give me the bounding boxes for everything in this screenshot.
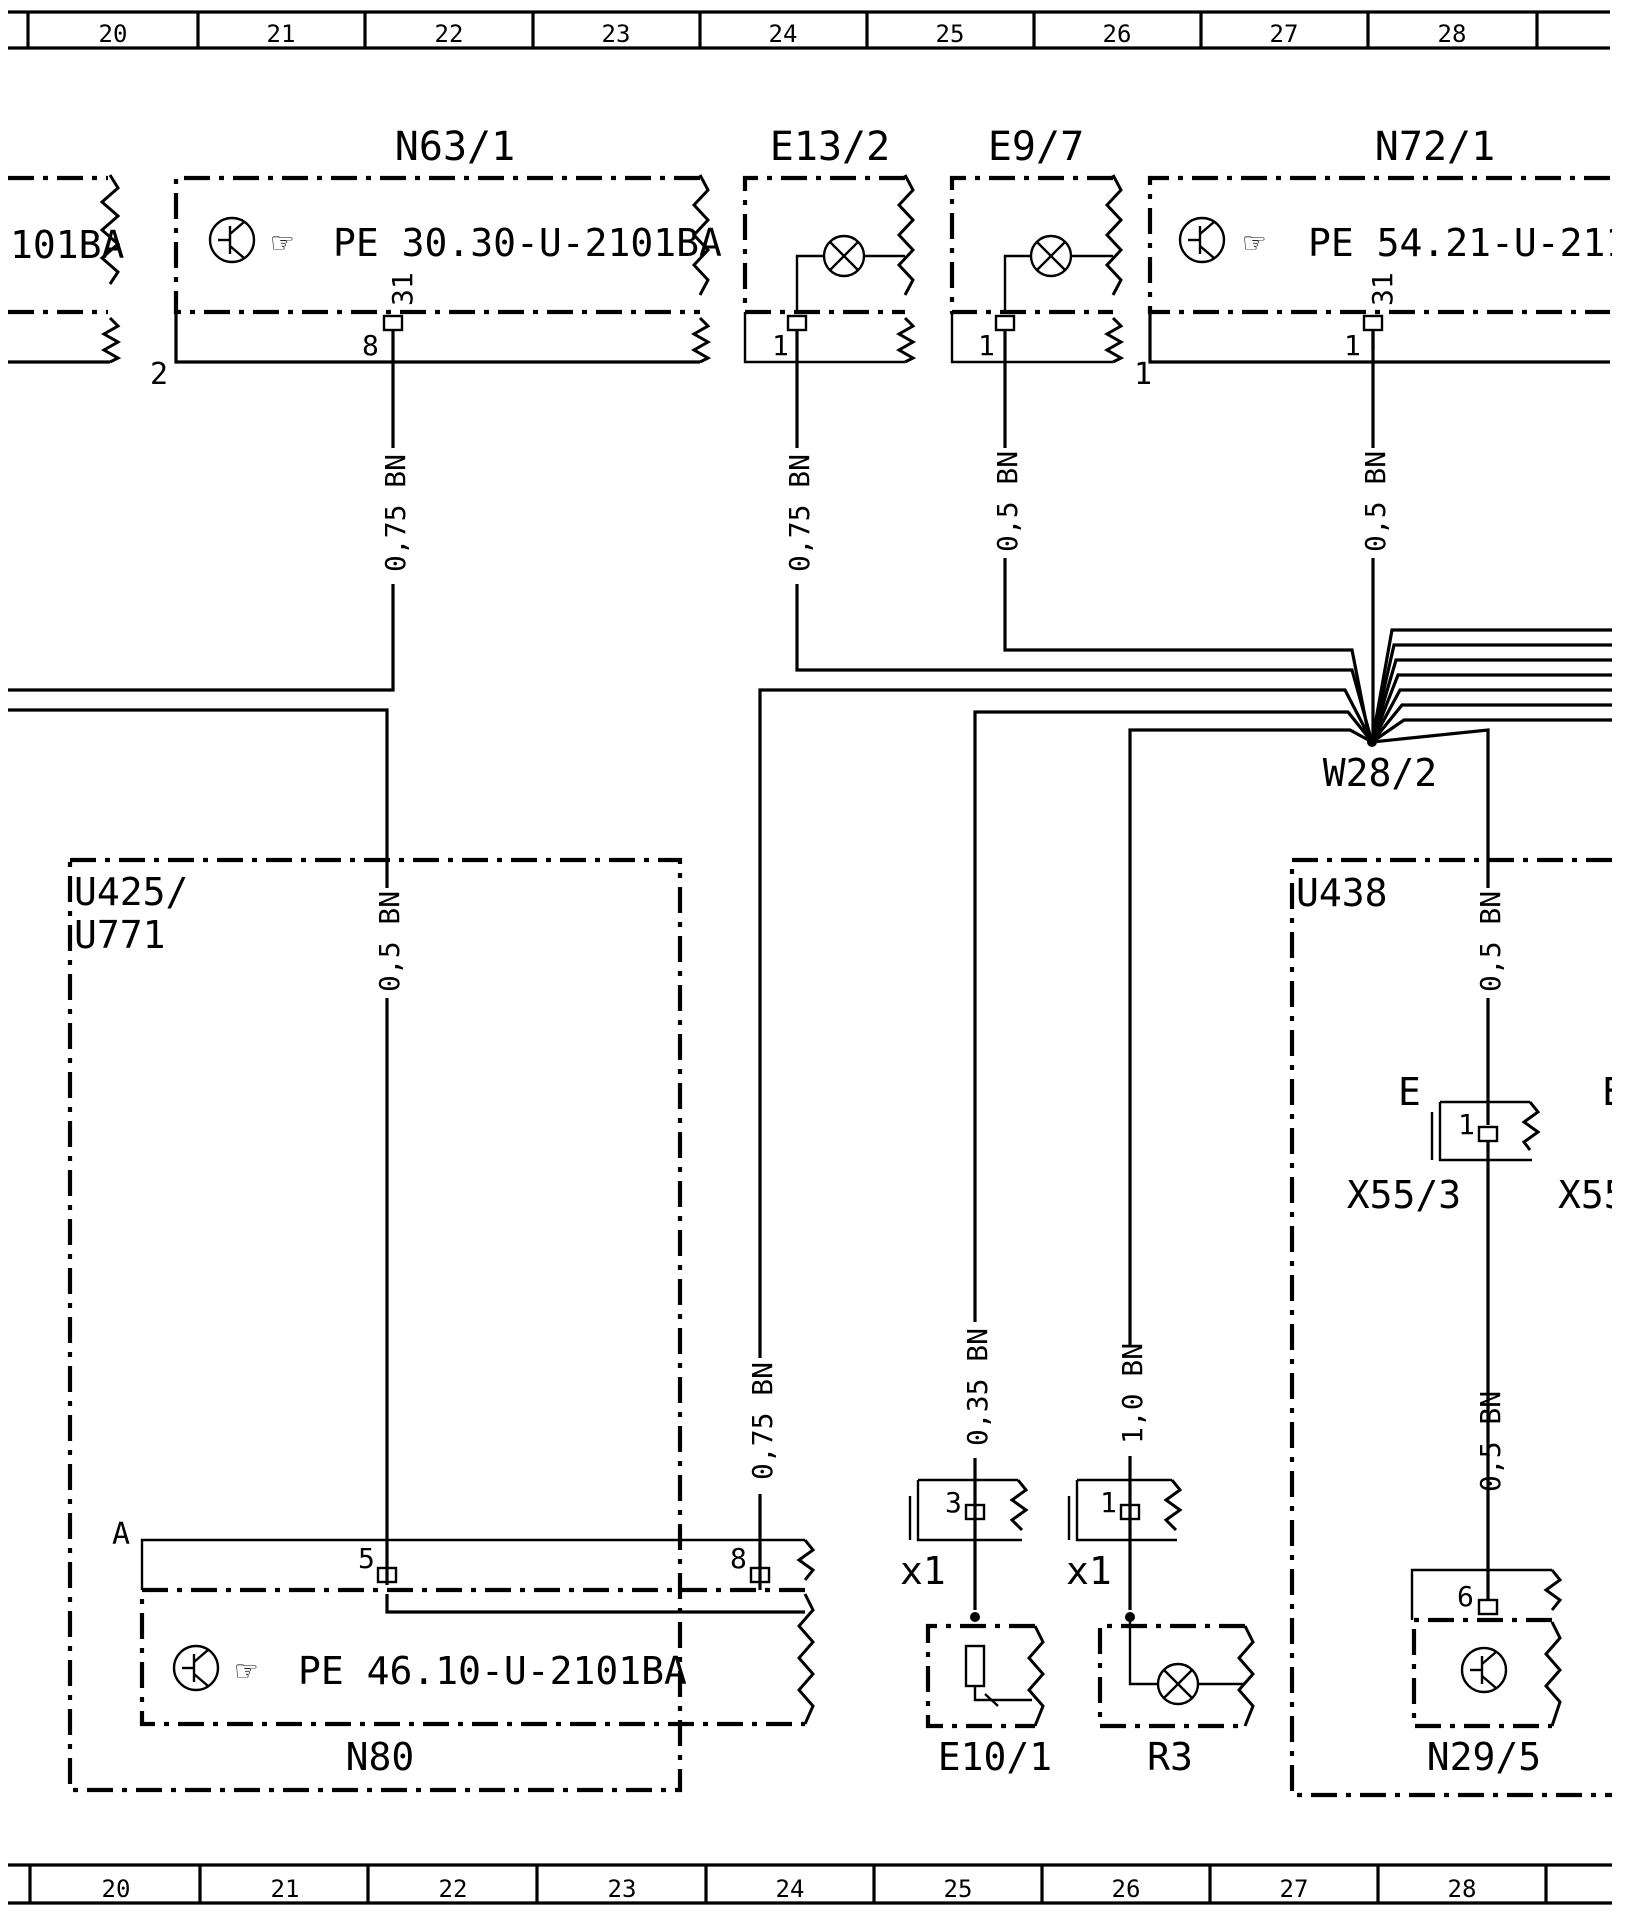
grid-label-27: 27 [1270,20,1299,48]
transistor-icon [1460,1646,1508,1694]
lamp-icon [1029,234,1073,278]
left-partial-ref: 101BA [10,223,125,267]
grid-label-27: 27 [1280,1875,1309,1903]
n80-pin-5: 5 [358,1542,375,1575]
n29-5-pin: 6 [1457,1580,1474,1613]
pointing-hand-icon: ☞ [236,1651,257,1691]
grid-ruler-top: 20 21 22 23 24 25 26 27 28 [8,10,1610,50]
grid-label-20: 20 [102,1875,131,1903]
component-e13-2: E13/2 1 [742,124,917,364]
component-n80: A 5 8 ☞ PE 46.10-U-2101BA N80 [112,1517,816,1779]
component-u425-u771: U425/ U771 [67,857,683,1793]
n80-label: N80 [346,1735,415,1779]
grid-label-23: 23 [602,20,631,48]
component-x55-3: E 1 X55/3 [1347,1070,1541,1600]
grid-label-23: 23 [608,1875,637,1903]
wire-label-n63-1: 0,75 BN [379,454,412,572]
component-u438: U438 [1289,857,1612,1798]
component-n72-1: N72/1 ☞ PE 54.21-U-2119 1 1 31 [1134,124,1648,392]
component-x55-partial: E X55 [1558,1070,1627,1217]
component-e10-1: 3 x1 E10/1 [900,1478,1052,1779]
e10-1-conn: x1 [900,1549,946,1593]
grid-label-21: 21 [271,1875,300,1903]
grid-label-20: 20 [99,20,128,48]
n72-1-pin-alt: 31 [1366,272,1399,306]
n63-1-pin: 8 [362,329,379,362]
wire-label-n72-1: 0,5 BN [1359,451,1392,552]
transistor-icon [208,216,256,264]
grid-label-24: 24 [776,1875,805,1903]
r3-conn: x1 [1066,1549,1112,1593]
wire-label-r3: 1,0 BN [1116,1343,1149,1444]
x55-3-label: X55/3 [1347,1173,1461,1217]
u771-label: U771 [74,913,166,957]
grid-label-28: 28 [1448,1875,1477,1903]
e9-7-label: E9/7 [988,124,1084,170]
n72-1-pin: 1 [1344,329,1361,362]
component-e9-7: E9/7 1 [949,124,1125,364]
grid-label-28: 28 [1438,20,1467,48]
wire-label-n29-5: 0,5 BN [1474,1391,1507,1492]
e10-1-label: E10/1 [938,1735,1052,1779]
wire-label-u438: 0,5 BN [1474,891,1507,992]
x55-3-pin: 1 [1458,1108,1475,1141]
n72-1-edge-pin: 1 [1134,357,1152,392]
e13-2-pin: 1 [772,329,789,362]
wire-label-e10-1: 0,35 BN [961,1328,994,1446]
grid-label-22: 22 [439,1875,468,1903]
wire-labels: 0,75 BN 0,75 BN 0,5 BN 0,5 BN 0,5 BN 0,7… [373,448,1507,1496]
n72-1-ref: PE 54.21-U-2119 [1308,221,1648,265]
x55-partial-tag: E [1602,1070,1625,1114]
pointing-hand-icon: ☞ [1244,223,1265,263]
n63-1-pin-alt: 31 [386,272,419,306]
x55-partial-label: X55 [1558,1173,1627,1217]
grid-label-25: 25 [944,1875,973,1903]
lamp-icon [822,234,866,278]
e10-1-pin: 3 [945,1486,962,1519]
grid-label-25: 25 [936,20,965,48]
n63-1-label: N63/1 [395,124,515,170]
grid-label-22: 22 [435,20,464,48]
e9-7-pin: 1 [978,329,995,362]
u438-label: U438 [1296,871,1388,915]
wire-label-n80-pin8: 0,75 BN [746,1362,779,1480]
x55-3-tag: E [1398,1070,1421,1114]
wire-label-e9-7: 0,5 BN [991,451,1024,552]
n63-1-edge-pin: 2 [150,357,168,392]
transistor-icon [1178,216,1226,264]
n29-5-label: N29/5 [1427,1735,1541,1779]
r3-label: R3 [1147,1735,1193,1779]
grid-label-26: 26 [1112,1875,1141,1903]
component-r3: 1 x1 R3 [1066,1478,1255,1779]
n80-edge-pin: A [112,1517,130,1552]
grid-label-24: 24 [769,20,798,48]
n72-1-label: N72/1 [1375,124,1495,170]
wire-label-u425: 0,5 BN [373,891,406,992]
r3-pin: 1 [1100,1486,1117,1519]
lamp-icon [1156,1662,1200,1706]
n80-pin-8: 8 [730,1542,747,1575]
grid-label-26: 26 [1103,20,1132,48]
left-partial-component: 101BA [8,174,125,364]
grid-label-21: 21 [267,20,296,48]
u425-label: U425/ [74,870,188,914]
n63-1-ref: PE 30.30-U-2101BA [333,221,722,265]
pointing-hand-icon: ☞ [272,223,293,263]
w28-2-label: W28/2 [1323,751,1437,795]
component-n29-5: 6 N29/5 [1410,1568,1563,1779]
n80-ref: PE 46.10-U-2101BA [298,1649,687,1693]
component-n63-1: N63/1 ☞ PE 30.30-U-2101BA 2 8 31 [150,124,722,392]
e13-2-label: E13/2 [770,124,890,170]
n72-1-ref-clip: PE 54.21-U-2119 [1308,221,1648,265]
wire-label-e13-2: 0,75 BN [783,454,816,572]
grid-ruler-bottom: 20 21 22 23 24 25 26 27 28 [8,1863,1612,1905]
transistor-icon [172,1644,220,1692]
